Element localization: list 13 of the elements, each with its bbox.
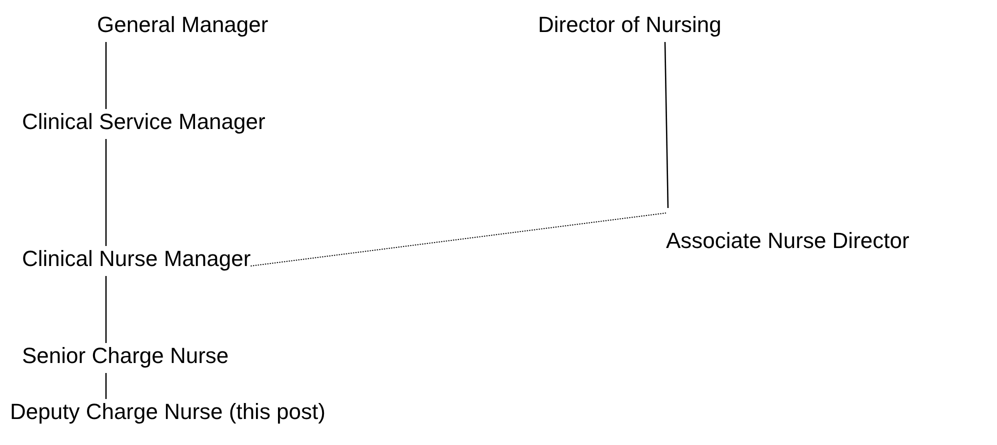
role-title: Associate Nurse Director xyxy=(666,208,910,256)
connector-line xyxy=(105,139,107,246)
role-title: Deputy Charge Nurse (this post) xyxy=(10,399,326,427)
dotted-connector xyxy=(250,212,666,266)
connector-line xyxy=(105,276,107,343)
role-title: Clinical Nurse Manager xyxy=(22,246,251,276)
connector-line xyxy=(664,42,669,208)
connector-line xyxy=(105,42,107,109)
role-title: Clinical Service Manager xyxy=(22,109,266,139)
role-title: Director of Nursing xyxy=(538,12,722,42)
role-title: General Manager xyxy=(97,12,268,42)
connector-line xyxy=(105,373,107,399)
role-title: Senior Charge Nurse xyxy=(22,343,229,373)
